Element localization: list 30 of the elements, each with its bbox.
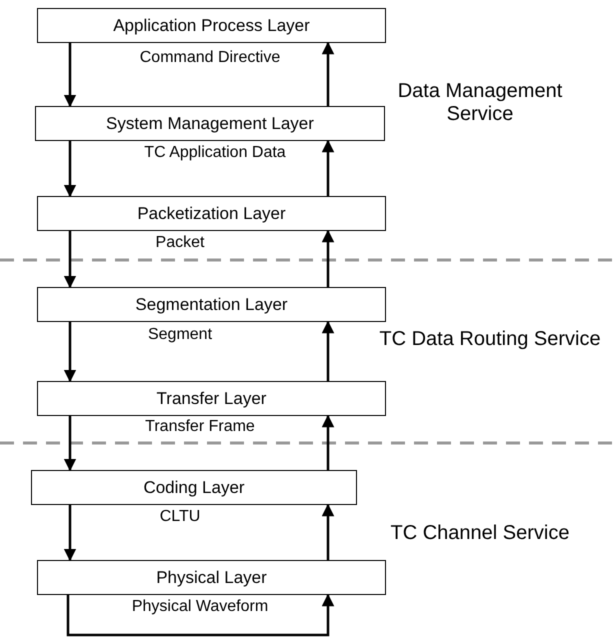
- arrow: [322, 504, 334, 560]
- service-label: TC Data Routing Service: [378, 328, 602, 351]
- data-unit-label: CLTU: [158, 508, 202, 526]
- arrow: [322, 42, 334, 106]
- arrow: [64, 322, 76, 382]
- arrow: [64, 43, 76, 108]
- layer-box: Coding Layer: [31, 470, 357, 505]
- data-unit-label: Physical Waveform: [130, 598, 270, 616]
- layer-box: Application Process Layer: [37, 8, 386, 43]
- data-unit-label: TC Application Data: [143, 144, 287, 162]
- data-unit-label: Segment: [146, 326, 214, 344]
- arrow: [64, 231, 76, 288]
- arrow: [64, 141, 76, 198]
- service-label: TC Channel Service: [390, 522, 570, 545]
- arrow: [322, 414, 334, 470]
- data-unit-label: Packet: [154, 234, 206, 252]
- data-unit-label: Command Directive: [138, 49, 282, 67]
- arrow: [322, 320, 334, 381]
- arrow: [66, 594, 334, 636]
- layer-box: Physical Layer: [37, 560, 386, 595]
- arrow: [322, 230, 334, 287]
- layer-box: Transfer Layer: [37, 381, 386, 416]
- data-unit-label: Transfer Frame: [144, 418, 256, 436]
- arrow: [64, 505, 76, 562]
- layer-box: System Management Layer: [35, 106, 385, 141]
- service-label: Data Management Service: [396, 80, 564, 126]
- arrow: [322, 140, 334, 196]
- layer-box: Packetization Layer: [37, 196, 386, 231]
- layer-box: Segmentation Layer: [37, 287, 386, 322]
- arrow: [64, 416, 76, 472]
